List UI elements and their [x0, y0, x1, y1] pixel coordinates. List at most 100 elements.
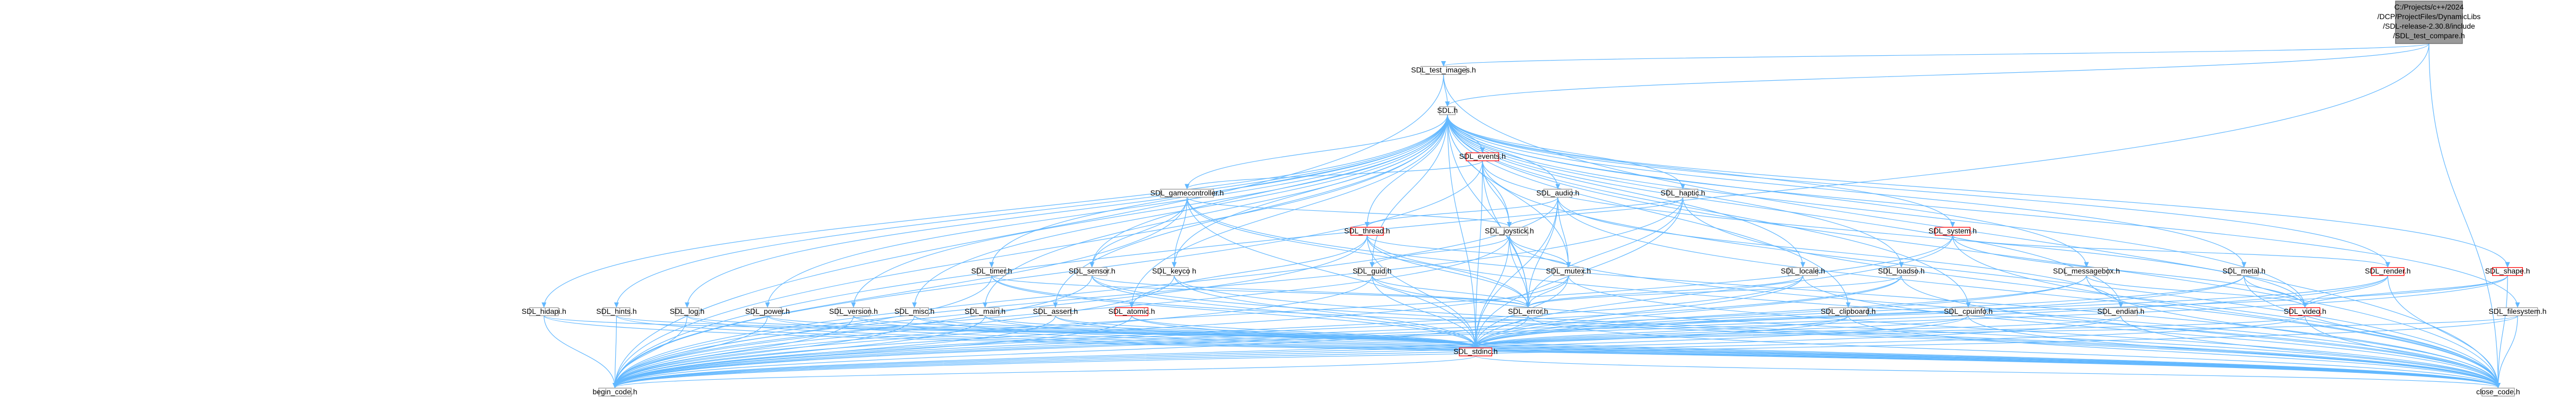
- node-close-code[interactable]: close_code.h: [2476, 387, 2520, 397]
- edge-system-to-close-code: [1952, 235, 2499, 388]
- edge-sdl-to-metal: [1447, 114, 2244, 267]
- edge-sensor-to-begin-code: [615, 275, 1092, 388]
- node-shape[interactable]: SDL_shape.h: [2485, 267, 2530, 276]
- node-version[interactable]: SDL_version.h: [829, 307, 878, 317]
- edge-sdl-to-main: [985, 114, 1448, 307]
- node-misc[interactable]: SDL_misc.h: [894, 307, 934, 317]
- node-box: [602, 307, 631, 317]
- edge-messagebox-to-begin-code: [615, 275, 2087, 388]
- edge-assert-to-close-code: [1055, 315, 2498, 388]
- node-log[interactable]: SDL_log.h: [670, 307, 704, 317]
- edge-loadso-to-close-code: [1901, 275, 2498, 388]
- edge-misc-to-stdinc: [914, 315, 1476, 348]
- node-cpuinfo[interactable]: SDL_cpuinfo.h: [1944, 307, 1993, 317]
- root-path-line-4: /SDL_test_compare.h: [2393, 31, 2465, 40]
- edge-video-to-close-code: [2304, 315, 2498, 388]
- edge-gamecontroller-to-stdinc: [1186, 197, 1476, 347]
- node-endian[interactable]: SDL_endian.h: [2097, 307, 2144, 317]
- node-label: SDL_test_images.h: [1411, 66, 1476, 74]
- node-sensor[interactable]: SDL_sensor.h: [1069, 267, 1115, 276]
- node-sdl[interactable]: SDL.h: [1437, 106, 1458, 115]
- node-gamecontroller[interactable]: SDL_gamecontroller.h: [1150, 189, 1224, 198]
- edge-sdl-to-close-code: [1447, 114, 2498, 388]
- node-locale[interactable]: SDL_locale.h: [1781, 267, 1825, 276]
- node-atomic[interactable]: SDL_atomic.h: [1108, 307, 1155, 317]
- edge-hidapi-to-begin-code: [544, 315, 615, 388]
- node-error[interactable]: SDL_error.h: [1508, 307, 1548, 317]
- node-assert[interactable]: SDL_assert.h: [1033, 307, 1078, 317]
- node-system[interactable]: SDL_system.h: [1928, 227, 1977, 236]
- node-metal[interactable]: SDL_metal.h: [2222, 267, 2265, 276]
- edge-thread-to-mutex: [1366, 235, 1569, 267]
- edge-gamecontroller-to-sensor: [1092, 197, 1187, 267]
- node-test-images[interactable]: SDL_test_images.h: [1411, 66, 1476, 75]
- node-clipboard[interactable]: SDL_clipboard.h: [1821, 307, 1876, 317]
- node-box: [1667, 189, 1699, 198]
- node-video[interactable]: SDL_video.h: [2284, 307, 2326, 317]
- edge-power-to-stdinc: [767, 315, 1476, 348]
- node-box: [900, 307, 929, 317]
- edge-sdl-to-guid: [1372, 114, 1448, 267]
- node-label: SDL_joystick.h: [1485, 227, 1534, 235]
- node-box: [2229, 267, 2259, 276]
- node-keyco[interactable]: SDL_keyco h: [1152, 267, 1196, 276]
- edge-sdl-to-begin-code: [615, 114, 1448, 388]
- node-mutex[interactable]: SDL_mutex.h: [1546, 267, 1591, 276]
- node-box: [675, 307, 700, 317]
- edge-render-to-stdinc: [1476, 275, 2388, 347]
- edge-sdl-to-version: [854, 114, 1448, 307]
- node-hints[interactable]: SDL_hints.h: [596, 307, 637, 317]
- node-audio[interactable]: SDL_audio.h: [1536, 189, 1579, 198]
- edge-render-to-begin-code: [615, 275, 2388, 388]
- node-label: SDL_cpuinfo.h: [1944, 307, 1993, 315]
- edge-gamecontroller-to-error: [1186, 197, 1528, 307]
- node-timer[interactable]: SDL_timer.h: [971, 267, 1012, 276]
- node-box: [1951, 307, 1985, 317]
- edge-events-to-joystick: [1482, 160, 1510, 227]
- edge-mutex-to-error: [1528, 275, 1569, 307]
- node-box: [1420, 66, 1467, 75]
- edge-root-to-close-code: [2428, 43, 2498, 388]
- node-guid[interactable]: SDL_guid.h: [1352, 267, 1391, 276]
- node-joystick[interactable]: SDL_joystick.h: [1485, 227, 1534, 236]
- node-box: [529, 307, 559, 317]
- edge-audio-to-stdinc: [1476, 197, 1558, 347]
- node-label: SDL_video.h: [2284, 307, 2326, 315]
- edge-render-to-video: [2305, 275, 2388, 307]
- edge-gamecontroller-to-joystick: [1186, 196, 1509, 227]
- edge-cpuinfo-to-close-code: [1968, 315, 2498, 388]
- edge-log-to-begin-code: [615, 315, 688, 388]
- node-stdinc[interactable]: SDL_stdinc.h: [1453, 347, 1498, 356]
- edge-guid-to-error: [1372, 275, 1528, 307]
- node-render[interactable]: SDL_render.h: [2365, 267, 2411, 276]
- node-label: SDL_hidapi.h: [522, 307, 566, 315]
- node-label: SDL_atomic.h: [1108, 307, 1155, 315]
- edge-render-to-close-code: [2387, 275, 2498, 388]
- node-haptic[interactable]: SDL_haptic.h: [1660, 189, 1705, 198]
- node-hidapi[interactable]: SDL_hidapi.h: [522, 307, 566, 317]
- edge-joystick-to-guid: [1372, 235, 1510, 267]
- node-filesystem[interactable]: SDL_filesystem.h: [2488, 307, 2546, 317]
- edge-sdl-to-mutex: [1447, 114, 1569, 267]
- node-box: [970, 307, 1000, 317]
- node-messagebox[interactable]: SDL_messagebox.h: [2053, 267, 2120, 276]
- node-begin-code[interactable]: begin_code.h: [592, 387, 637, 397]
- node-label: SDL_clipboard.h: [1821, 307, 1876, 315]
- node-events[interactable]: SDL_events.h: [1459, 152, 1506, 161]
- node-label: SDL_loadso.h: [1878, 267, 1925, 275]
- dependency-edges: [544, 43, 2518, 388]
- node-loadso[interactable]: SDL_loadso.h: [1878, 267, 1925, 276]
- node-label: SDL_keyco h: [1152, 267, 1196, 275]
- node-box: [2492, 267, 2523, 276]
- edge-audio-to-thread: [1367, 197, 1558, 227]
- node-power[interactable]: SDL_power.h: [745, 307, 790, 317]
- edge-clipboard-to-stdinc: [1476, 315, 1849, 348]
- node-root[interactable]: C:/Projects/c++/2024 /DCP/ProjectFiles/D…: [2377, 1, 2481, 44]
- node-box: [2064, 267, 2108, 276]
- edge-gamecontroller-to-close-code: [1186, 197, 2498, 387]
- node-main[interactable]: SDL_main.h: [964, 307, 1005, 317]
- edge-main-to-begin-code: [615, 315, 986, 388]
- root-path-line-3: /SDL-release-2.30.8/include: [2383, 22, 2475, 30]
- edge-metal-to-begin-code: [615, 275, 2245, 388]
- node-thread[interactable]: SDL_thread.h: [1344, 227, 1390, 236]
